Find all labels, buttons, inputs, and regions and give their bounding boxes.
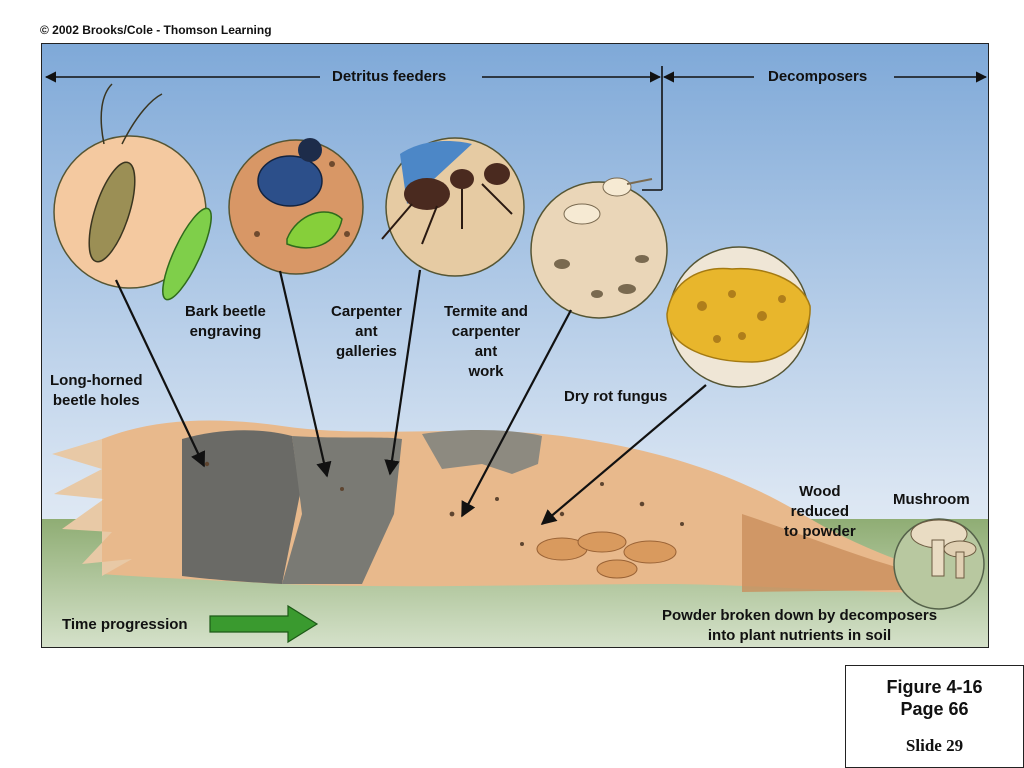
wood-powder-label: Wood reduced to powder — [784, 483, 856, 540]
dry-rot-fungus-label: Dry rot fungus — [564, 388, 668, 405]
diagram-illustration — [42, 44, 988, 647]
dry-rot-fungus-circle — [666, 246, 811, 388]
detritus-feeders-label: Detritus feeders — [332, 68, 447, 85]
bark-beetle-label: Bark beetle engraving — [185, 303, 266, 340]
bracket-fungus — [536, 531, 677, 579]
time-progression-arrow — [209, 604, 319, 644]
termite-label: Termite and carpenter ant work — [444, 303, 528, 380]
copyright-text: © 2002 Brooks/Cole - Thomson Learning — [40, 23, 272, 37]
long-horned-beetle-circle — [53, 83, 212, 301]
powder-nutrients-label: Powder broken down by decomposers into p… — [662, 607, 938, 644]
slide-number: Slide 29 — [905, 736, 964, 755]
carpenter-ant-label: Carpenter ant galleries — [331, 303, 402, 360]
figure-reference-box: Figure 4-16 Page 66 Slide 29 — [845, 665, 1024, 768]
long-horned-beetle-label: Long-horned beetle holes — [50, 372, 143, 409]
carpenter-ant-circle — [381, 137, 525, 277]
mushroom-circle — [893, 518, 985, 610]
pointer-arrows — [115, 269, 707, 525]
mushroom-label: Mushroom — [893, 491, 970, 508]
page-number: Page 66 — [900, 699, 969, 719]
bark-beetle-circle — [228, 138, 364, 275]
decomposers-label: Decomposers — [768, 68, 868, 85]
diagram-panel: Detritus feeders Decomposers Bark beetle… — [41, 43, 989, 648]
time-progression-label: Time progression — [62, 616, 188, 633]
figure-number: Figure 4-16 — [886, 677, 983, 697]
termite-circle — [530, 177, 668, 319]
